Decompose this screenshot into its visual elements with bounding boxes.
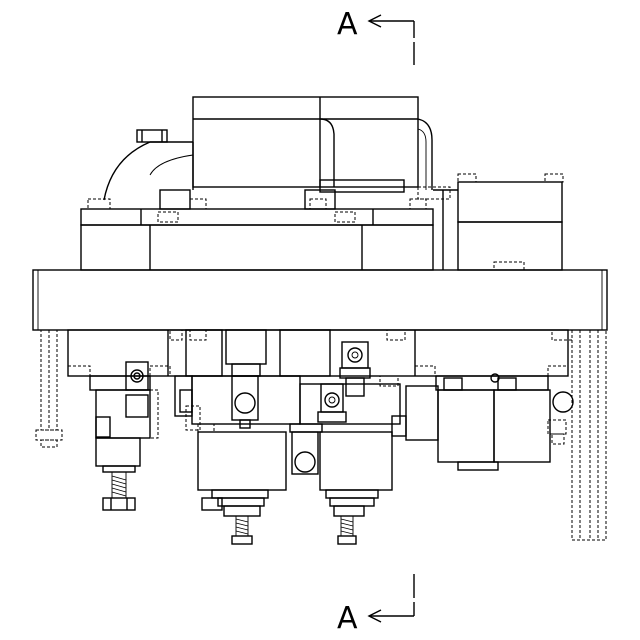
left-adjust-screw	[103, 472, 135, 510]
right-hidden-bolts	[552, 330, 606, 540]
upper-housing	[193, 97, 432, 192]
body-block	[81, 225, 433, 270]
left-lower-valve	[198, 424, 286, 544]
lower-body	[68, 330, 568, 376]
left-valve-assembly	[90, 362, 158, 472]
base-plate	[33, 270, 607, 330]
fitting-upper-right	[340, 342, 370, 396]
left-hidden-bolts	[36, 330, 62, 447]
fitting-upper-left	[226, 330, 266, 428]
centre-lower-valve	[320, 432, 392, 544]
section-marker-top: A	[337, 7, 414, 65]
section-label-bottom: A	[337, 601, 358, 636]
section-label-top: A	[337, 7, 358, 42]
section-marker-bottom: A	[337, 574, 414, 636]
fitting-centre	[290, 384, 346, 474]
right-valve-pack	[406, 374, 573, 470]
right-side-block	[433, 174, 563, 270]
